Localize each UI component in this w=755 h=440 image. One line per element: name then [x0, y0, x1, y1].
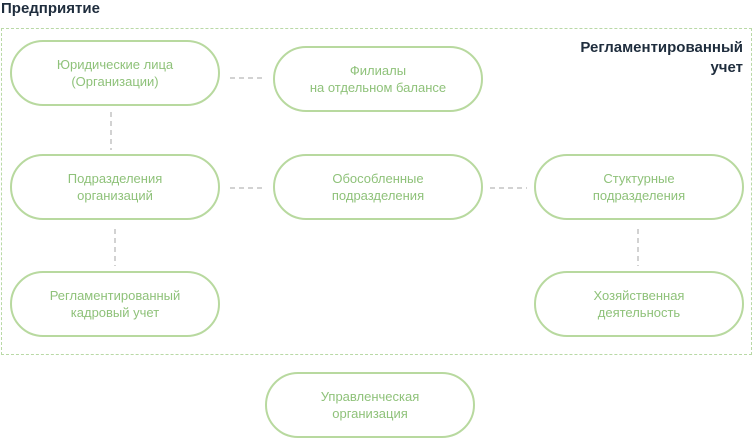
node-economic-activity: Хозяйственная деятельность — [534, 271, 744, 337]
node-separate-divisions: Обособленные подразделения — [273, 154, 483, 220]
node-branches: Филиалы на отдельном балансе — [273, 46, 483, 112]
node-structural-divisions: Стуктурные подразделения — [534, 154, 744, 220]
node-legal-entities: Юридические лица (Организации) — [10, 40, 220, 106]
node-hr-accounting: Регламентированный кадровый учет — [10, 271, 220, 337]
node-divisions: Подразделения организаций — [10, 154, 220, 220]
regulated-accounting-region — [1, 28, 752, 355]
diagram-title: Предприятие — [1, 0, 100, 17]
node-management-organization: Управленческая организация — [265, 372, 475, 438]
region-label: Регламентированный учет — [580, 39, 743, 76]
